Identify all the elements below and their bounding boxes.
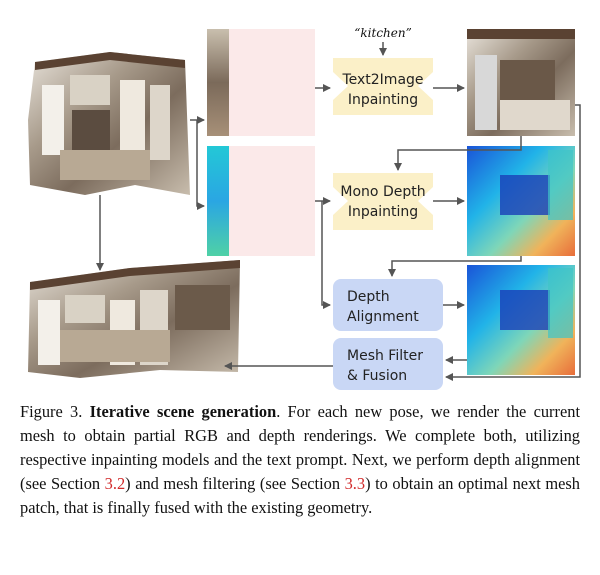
section-ref-3-2[interactable]: 3.2: [104, 474, 126, 493]
arrow-depth-to-align: [321, 201, 331, 309]
partial-depth-render: [207, 146, 315, 256]
caption-title: Iterative scene generation: [89, 402, 277, 421]
pipeline-arrows: [96, 42, 581, 381]
arrow-depth-out-to-align: [388, 256, 522, 277]
arrow-rgb-out-to-fusion: [445, 104, 581, 381]
depth-alignment-label-line1: Depth: [347, 289, 390, 305]
inpainted-depth-render: [467, 146, 575, 256]
text2image-label-line2: Inpainting: [348, 92, 418, 108]
mono-depth-label-line1: Mono Depth: [340, 184, 425, 200]
depth-alignment-node: Depth Alignment: [333, 279, 443, 331]
figure-caption: Figure 3. Iterative scene generation. Fo…: [20, 400, 580, 520]
mono-depth-label-line2: Inpainting: [348, 204, 418, 220]
caption-text-2: ) and mesh filtering (see Section: [125, 474, 345, 493]
text-prompt: “kitchen”: [354, 26, 411, 40]
caption-text-3: ) to obtain an optimal next mesh patch, …: [20, 474, 580, 517]
partial-rgb-render: [207, 29, 315, 136]
mesh-filter-label-line2: & Fusion: [347, 368, 407, 384]
text2image-inpainting-node: Text2Image Inpainting: [333, 58, 433, 115]
input-mesh-render: [28, 52, 190, 195]
caption-label: Figure 3.: [20, 402, 83, 421]
caption-text-1: . For each new pose, we render the curre…: [20, 402, 580, 493]
pipeline-figure: Text2Image Inpainting “kitchen” Mono Dep…: [28, 26, 581, 390]
text2image-label-line1: Text2Image: [341, 72, 423, 88]
mesh-filter-fusion-node: Mesh Filter & Fusion: [333, 338, 443, 390]
section-ref-3-3[interactable]: 3.3: [344, 474, 366, 493]
arrow-rgb-out-to-depth: [394, 136, 522, 171]
output-mesh-render: [28, 260, 240, 378]
arrow-mesh-to-depth: [196, 120, 205, 210]
inpainted-rgb-render: [467, 29, 575, 136]
depth-alignment-label-line2: Alignment: [347, 309, 419, 325]
mesh-filter-label-line1: Mesh Filter: [347, 348, 423, 364]
aligned-depth-render: [467, 265, 575, 375]
mono-depth-inpainting-node: Mono Depth Inpainting: [333, 173, 433, 230]
